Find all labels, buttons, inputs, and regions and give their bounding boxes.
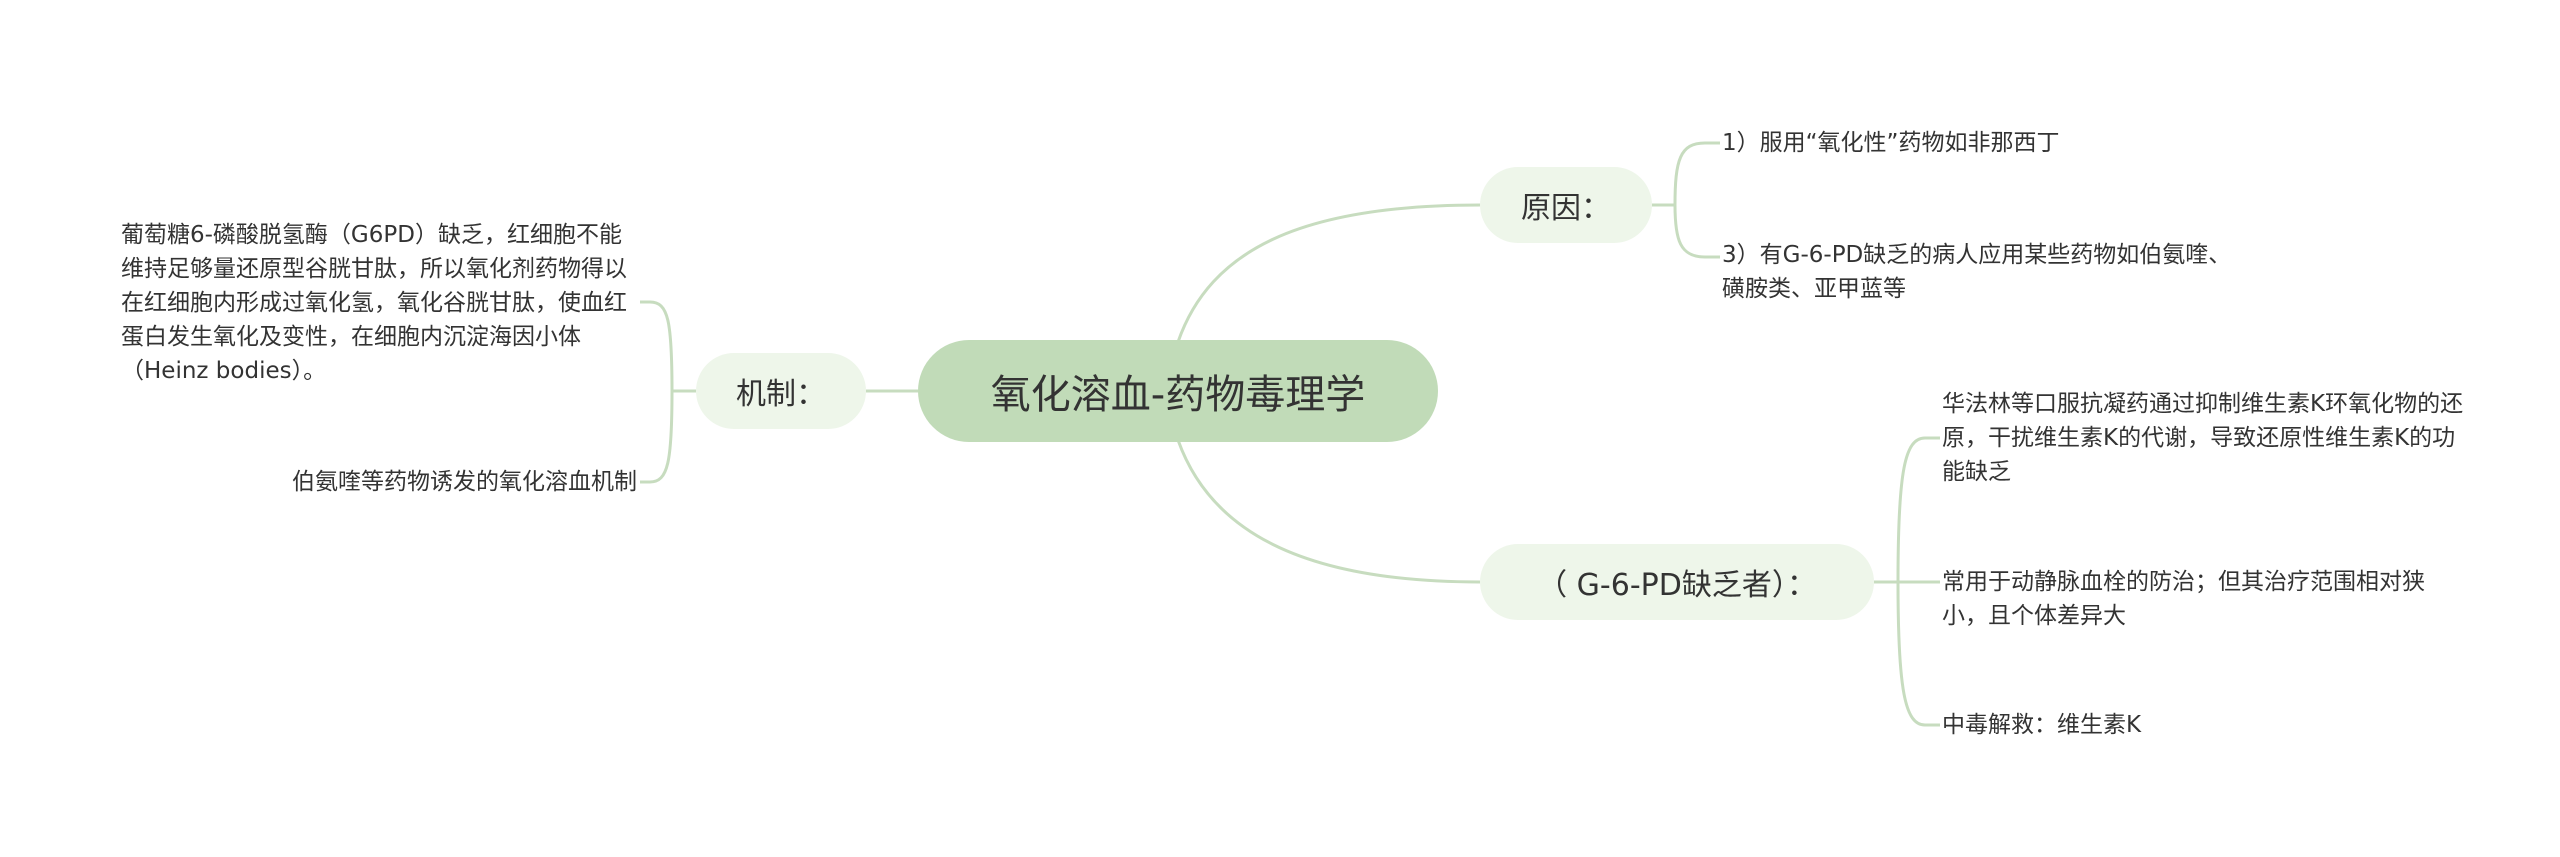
connector-g6pd-item-3 (1896, 581, 1940, 727)
g6pd-item-2[interactable]: 常用于动静脉血栓的防治；但其治疗范围相对狭小，且个体差异大 (1942, 565, 2466, 633)
g6pd-item-3-text: 中毒解救：维生素K (1942, 712, 2142, 738)
cause-item-2-text: 3）有G-6-PD缺乏的病人应用某些药物如伯氨喹、磺胺类、亚甲蓝等 (1722, 242, 2232, 302)
branch-cause[interactable]: 原因： (1480, 167, 1652, 243)
branch-mechanism[interactable]: 机制： (696, 353, 866, 429)
g6pd-item-1-text: 华法林等口服抗凝药通过抑制维生素K环氧化物的还原，干扰维生素K的代谢，导致还原性… (1942, 391, 2464, 485)
connector-root-g6pd (1176, 439, 1481, 584)
cause-item-1-text: 1）服用“氧化性”药物如非那西丁 (1722, 130, 2060, 156)
mechanism-item-1-text: 葡萄糖6-磷酸脱氢酶（G6PD）缺乏，红细胞不能维持足够量还原型谷胱甘肽，所以氧… (121, 222, 627, 384)
branch-g6pd-label: （ G-6-PD缺乏者）： (1537, 568, 1817, 603)
branch-g6pd[interactable]: （ G-6-PD缺乏者）： (1480, 544, 1874, 620)
root-node[interactable]: 氧化溶血-药物毒理学 (918, 340, 1438, 442)
connector-mechanism-item-1 (640, 300, 674, 392)
mechanism-item-1[interactable]: 葡萄糖6-磷酸脱氢酶（G6PD）缺乏，红细胞不能维持足够量还原型谷胱甘肽，所以氧… (121, 218, 639, 388)
g6pd-item-2-text: 常用于动静脉血栓的防治；但其治疗范围相对狭小，且个体差异大 (1942, 569, 2425, 629)
connector-mechanism-item-2 (640, 390, 674, 484)
g6pd-item-1[interactable]: 华法林等口服抗凝药通过抑制维生素K环氧化物的还原，干扰维生素K的代谢，导致还原性… (1942, 387, 2466, 489)
connector-cause-item-2 (1673, 204, 1720, 259)
cause-item-2[interactable]: 3）有G-6-PD缺乏的病人应用某些药物如伯氨喹、磺胺类、亚甲蓝等 (1722, 238, 2244, 306)
connector-cause-item-1 (1673, 141, 1720, 206)
g6pd-item-3[interactable]: 中毒解救：维生素K (1942, 708, 2466, 742)
connector-g6pd-item-1 (1896, 436, 1940, 583)
branch-cause-label: 原因： (1521, 191, 1611, 226)
branch-mechanism-label: 机制： (736, 377, 826, 412)
cause-item-1[interactable]: 1）服用“氧化性”药物如非那西丁 (1722, 126, 2282, 160)
mechanism-item-2-text: 伯氨喹等药物诱发的氧化溶血机制 (292, 469, 637, 495)
root-title: 氧化溶血-药物毒理学 (990, 372, 1366, 418)
connector-root-cause (1176, 203, 1481, 343)
mechanism-item-2[interactable]: 伯氨喹等药物诱发的氧化溶血机制 (121, 465, 637, 499)
